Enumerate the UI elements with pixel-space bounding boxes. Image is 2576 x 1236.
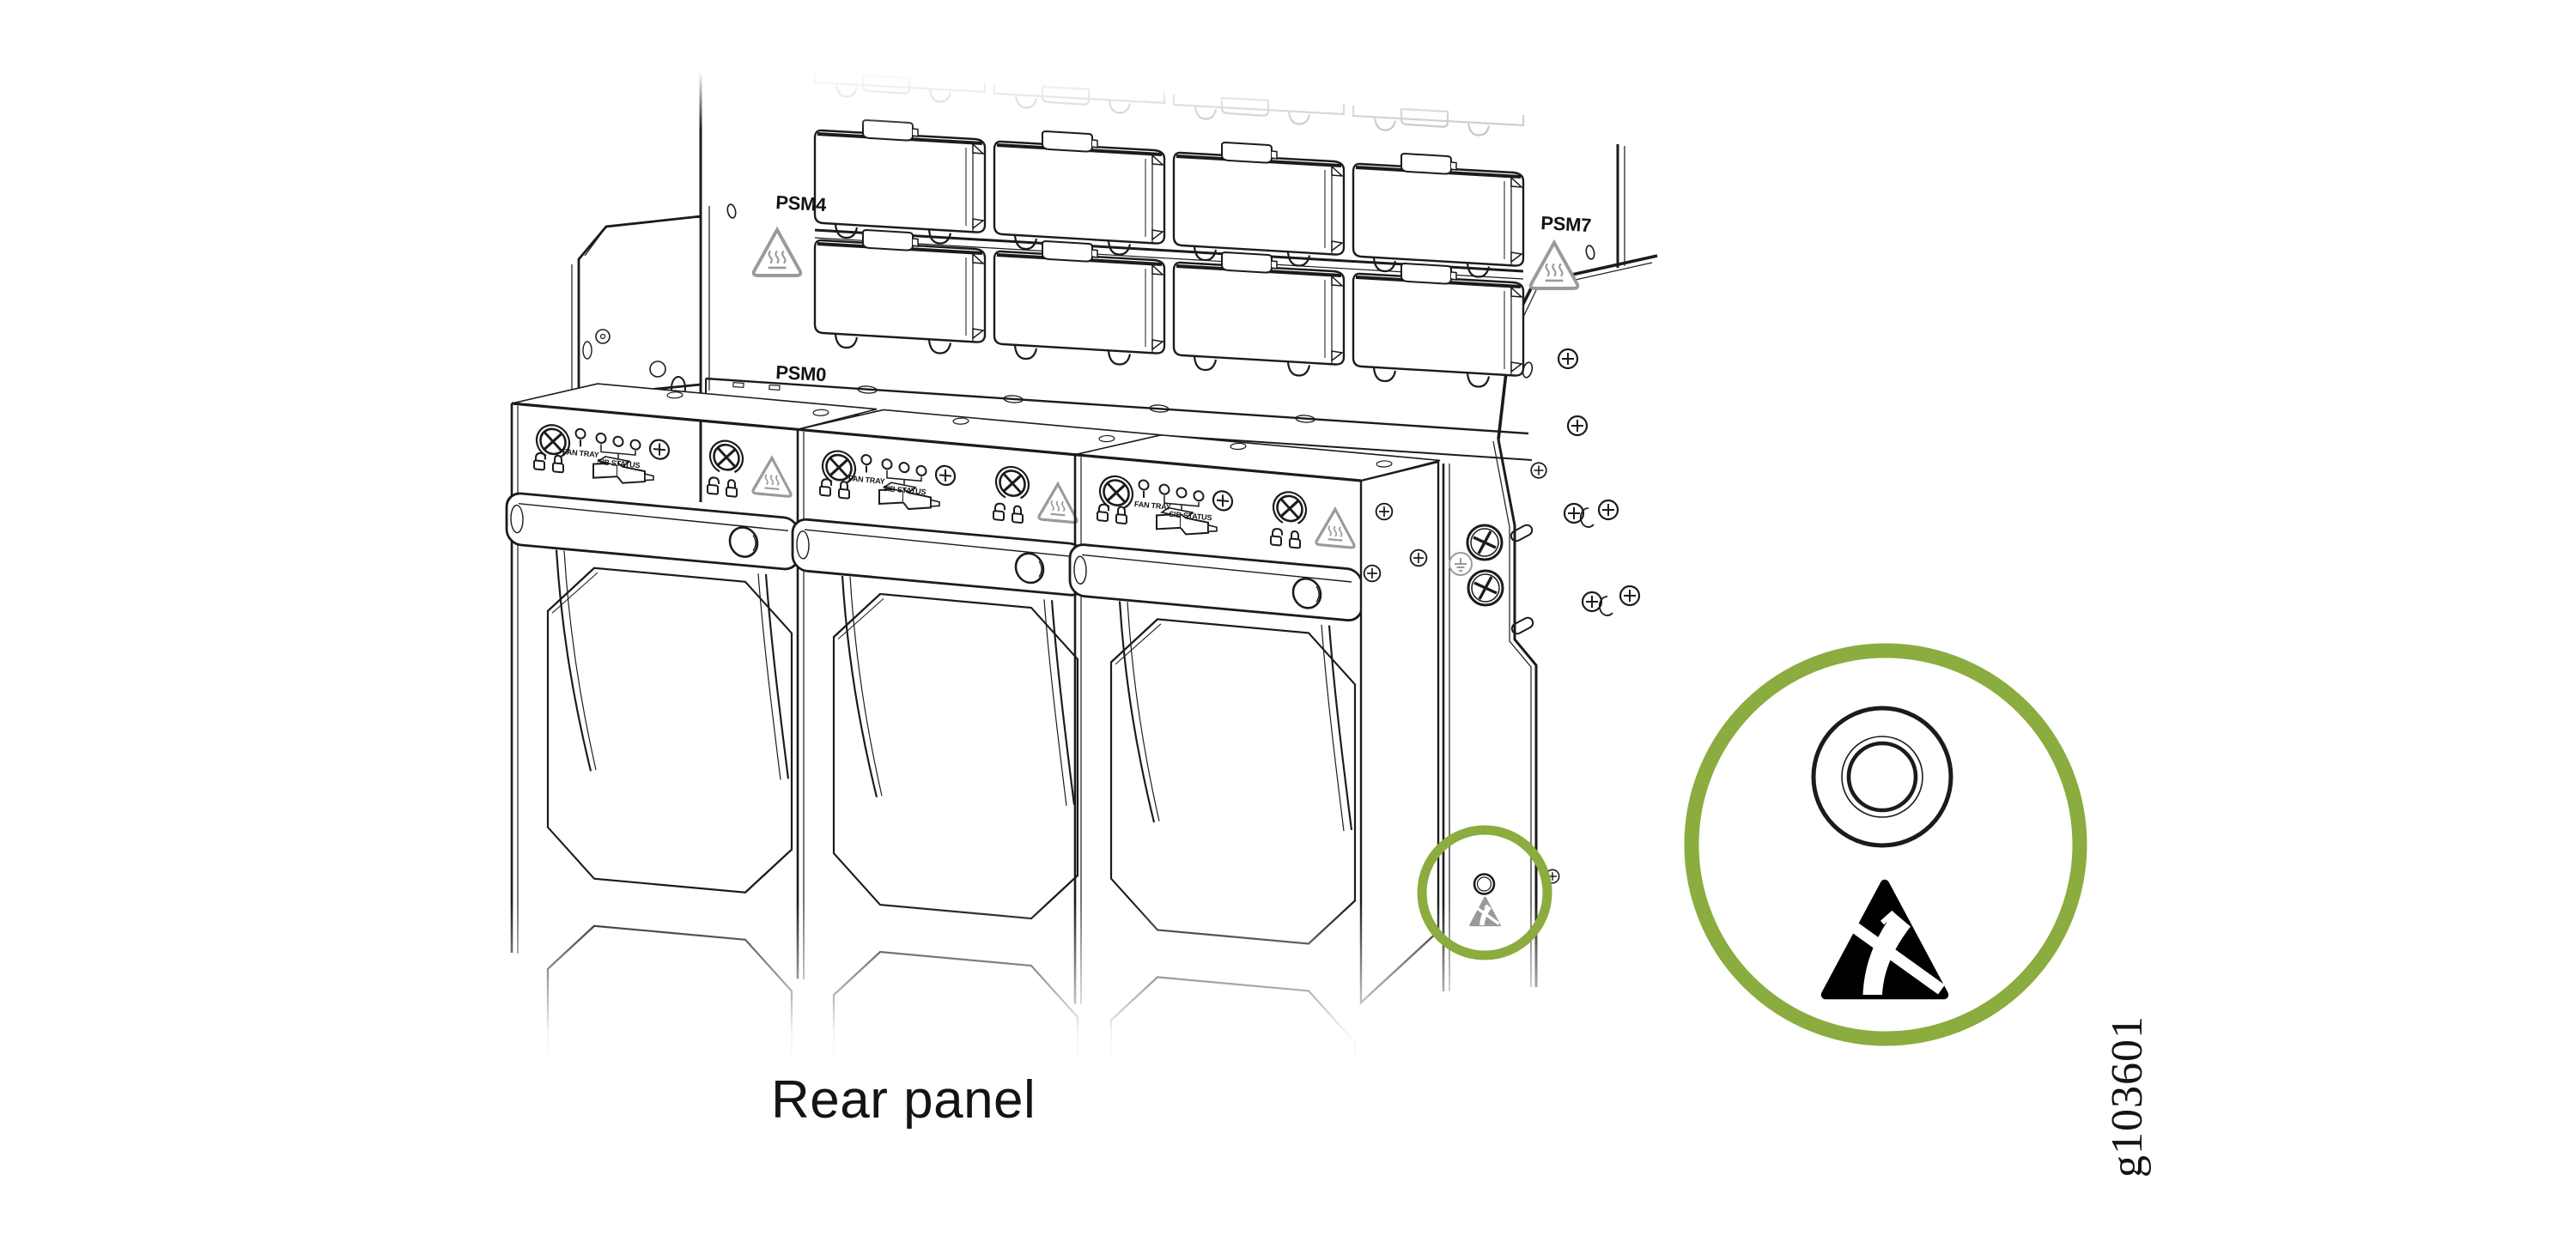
psm-cover-slot (1352, 262, 1525, 389)
psm-cover-slot (993, 239, 1166, 367)
screw-icon (1597, 499, 1619, 521)
screw-icon (1409, 548, 1428, 567)
grounding-screw-icon (1467, 569, 1504, 607)
screw-icon (1619, 585, 1641, 607)
screw-icon (1581, 591, 1603, 613)
callout-ring-large (1684, 643, 2087, 1046)
psm-cover-slot (993, 130, 1166, 257)
esd-callout-small (1417, 825, 1552, 960)
screw-icon (1375, 502, 1394, 521)
psm-cover-slot (813, 118, 987, 245)
hot-surface-warning-icon (751, 227, 803, 277)
esd-callout-magnified (1684, 643, 2087, 1046)
psm-cover-slot (1352, 152, 1525, 279)
fan-tray-led-label: FAN TRAY (562, 447, 600, 459)
fan-tray-led-label: FAN TRAY (1134, 500, 1172, 512)
right-side-panel (1442, 348, 1641, 991)
psm-panel: PSM4 PSM0 PSM7 (699, 52, 1658, 502)
screw-icon (1530, 462, 1547, 479)
bottom-mask (258, 1061, 1683, 1236)
top-fade (464, 0, 1726, 130)
bottom-fade (258, 901, 1683, 1064)
callout-ring-small (1417, 825, 1552, 960)
esd-port-icon (1811, 706, 1953, 848)
fan-tray-led-label: FAN TRAY (848, 474, 886, 486)
screw-icon (1566, 415, 1589, 437)
psm4-label: PSM4 (775, 191, 828, 215)
hot-surface-warning-icon (1528, 240, 1580, 290)
sib-status-led-label: SIB STATUS (1169, 510, 1212, 523)
figure-id: g103601 (2103, 1015, 2152, 1178)
sib-status-led-label: SIB STATUS (597, 457, 641, 470)
ground-symbol-icon (1449, 552, 1473, 576)
psm-cover-slot (1172, 141, 1346, 268)
psm0-label: PSM0 (775, 361, 827, 385)
psm-cover-slot (813, 228, 987, 355)
screw-icon (1363, 564, 1382, 583)
fan-tray-labels: FAN TRAY SIB STATUS FAN TRAY SIB STATUS … (562, 447, 1212, 522)
left-mounting-flange (571, 215, 702, 400)
screw-icon (1557, 348, 1579, 370)
figure-caption: Rear panel (771, 1070, 1036, 1130)
psm7-label: PSM7 (1540, 212, 1592, 236)
grounding-screw-icon (1466, 524, 1504, 561)
sib-status-led-label: SIB STATUS (883, 484, 927, 497)
psm-cover-slot (1172, 251, 1346, 378)
